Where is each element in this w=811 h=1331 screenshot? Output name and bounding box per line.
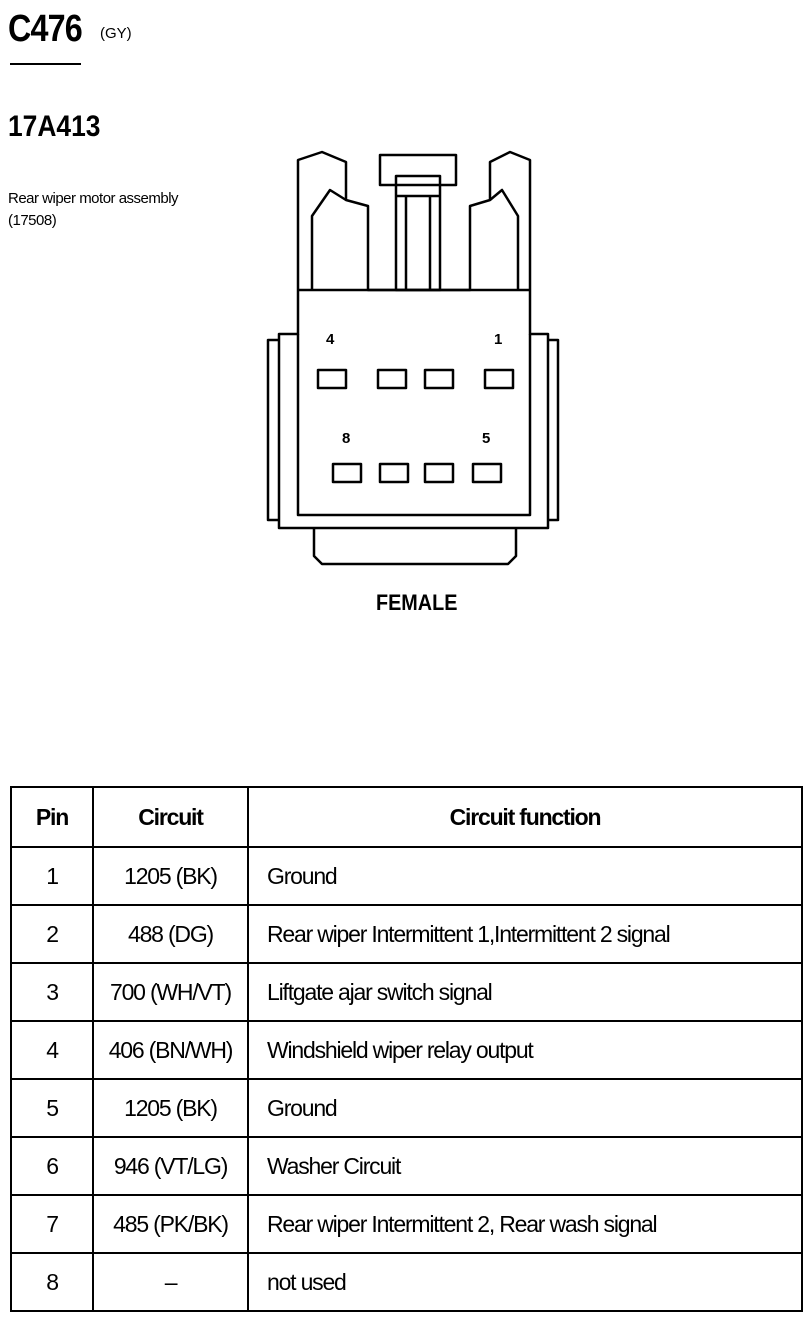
table-row: 8 – not used [10, 1252, 803, 1312]
left-side-tab [266, 338, 279, 522]
connector-inner-outline [296, 334, 532, 517]
pin-label-1: 1 [494, 331, 502, 348]
circuit-function-cell: Liftgate ajar switch signal [247, 962, 803, 1022]
table-row: 7 485 (PK/BK) Rear wiper Intermittent 2,… [10, 1194, 803, 1254]
circuit-cell: 406 (BN/WH) [92, 1020, 249, 1080]
locking-latch [378, 153, 458, 187]
pin-cavity-6 [423, 462, 455, 484]
circuit-function-cell: Ground [247, 1078, 803, 1138]
circuit-function-cell: Rear wiper Intermittent 1,Intermittent 2… [247, 904, 803, 964]
pin-cavity-5 [471, 462, 503, 484]
circuit-function-cell: not used [247, 1252, 803, 1312]
circuit-cell: 700 (WH/VT) [92, 962, 249, 1022]
pin-cavity-8 [331, 462, 363, 484]
connector-id: C476 [8, 8, 83, 50]
column-header-circuit: Circuit [92, 786, 249, 848]
table-row: 3 700 (WH/VT) Liftgate ajar switch signa… [10, 962, 803, 1022]
connector-face-diagram: 4 1 8 5 [266, 150, 560, 566]
table-row: 1 1205 (BK) Ground [10, 846, 803, 906]
circuit-cell: 1205 (BK) [92, 1078, 249, 1138]
connector-body-outline [277, 150, 550, 530]
right-side-tab [548, 338, 560, 522]
pin-label-8: 8 [342, 430, 350, 447]
part-number: 17A413 [8, 110, 101, 143]
table-row: 2 488 (DG) Rear wiper Intermittent 1,Int… [10, 904, 803, 964]
pin-cell: 1 [10, 846, 94, 906]
component-description: Rear wiper motor assembly (17508) [8, 190, 179, 229]
connector-gender-label: FEMALE [376, 590, 458, 615]
circuit-function-cell: Washer Circuit [247, 1136, 803, 1196]
circuit-function-cell: Rear wiper Intermittent 2, Rear wash sig… [247, 1194, 803, 1254]
title-underline [10, 63, 81, 65]
pin-cavity-4 [316, 368, 348, 390]
table-row: 6 946 (VT/LG) Washer Circuit [10, 1136, 803, 1196]
pinout-table: Pin Circuit Circuit function 1 1205 (BK)… [10, 786, 803, 1312]
connector-color: (GY) [100, 25, 132, 42]
pin-cell: 5 [10, 1078, 94, 1138]
table-row: 4 406 (BN/WH) Windshield wiper relay out… [10, 1020, 803, 1080]
circuit-cell: 946 (VT/LG) [92, 1136, 249, 1196]
connector-bottom-skirt [312, 528, 518, 566]
column-header-pin: Pin [10, 786, 94, 848]
circuit-cell: 488 (DG) [92, 904, 249, 964]
pin-cavity-1 [483, 368, 515, 390]
column-header-circuit-function: Circuit function [247, 786, 803, 848]
pin-label-5: 5 [482, 430, 490, 447]
pin-cavity-2 [423, 368, 455, 390]
circuit-cell: 1205 (BK) [92, 846, 249, 906]
pin-cell: 7 [10, 1194, 94, 1254]
circuit-cell: 485 (PK/BK) [92, 1194, 249, 1254]
pin-cavity-7 [378, 462, 410, 484]
pin-cell: 8 [10, 1252, 94, 1312]
table-header-row: Pin Circuit Circuit function [10, 786, 803, 848]
pin-label-4: 4 [326, 331, 335, 348]
table-row: 5 1205 (BK) Ground [10, 1078, 803, 1138]
pin-cell: 2 [10, 904, 94, 964]
circuit-cell: – [92, 1252, 249, 1312]
circuit-function-cell: Windshield wiper relay output [247, 1020, 803, 1080]
circuit-function-cell: Ground [247, 846, 803, 906]
pin-cavity-3 [376, 368, 408, 390]
pin-cell: 4 [10, 1020, 94, 1080]
pin-cell: 3 [10, 962, 94, 1022]
pin-cell: 6 [10, 1136, 94, 1196]
